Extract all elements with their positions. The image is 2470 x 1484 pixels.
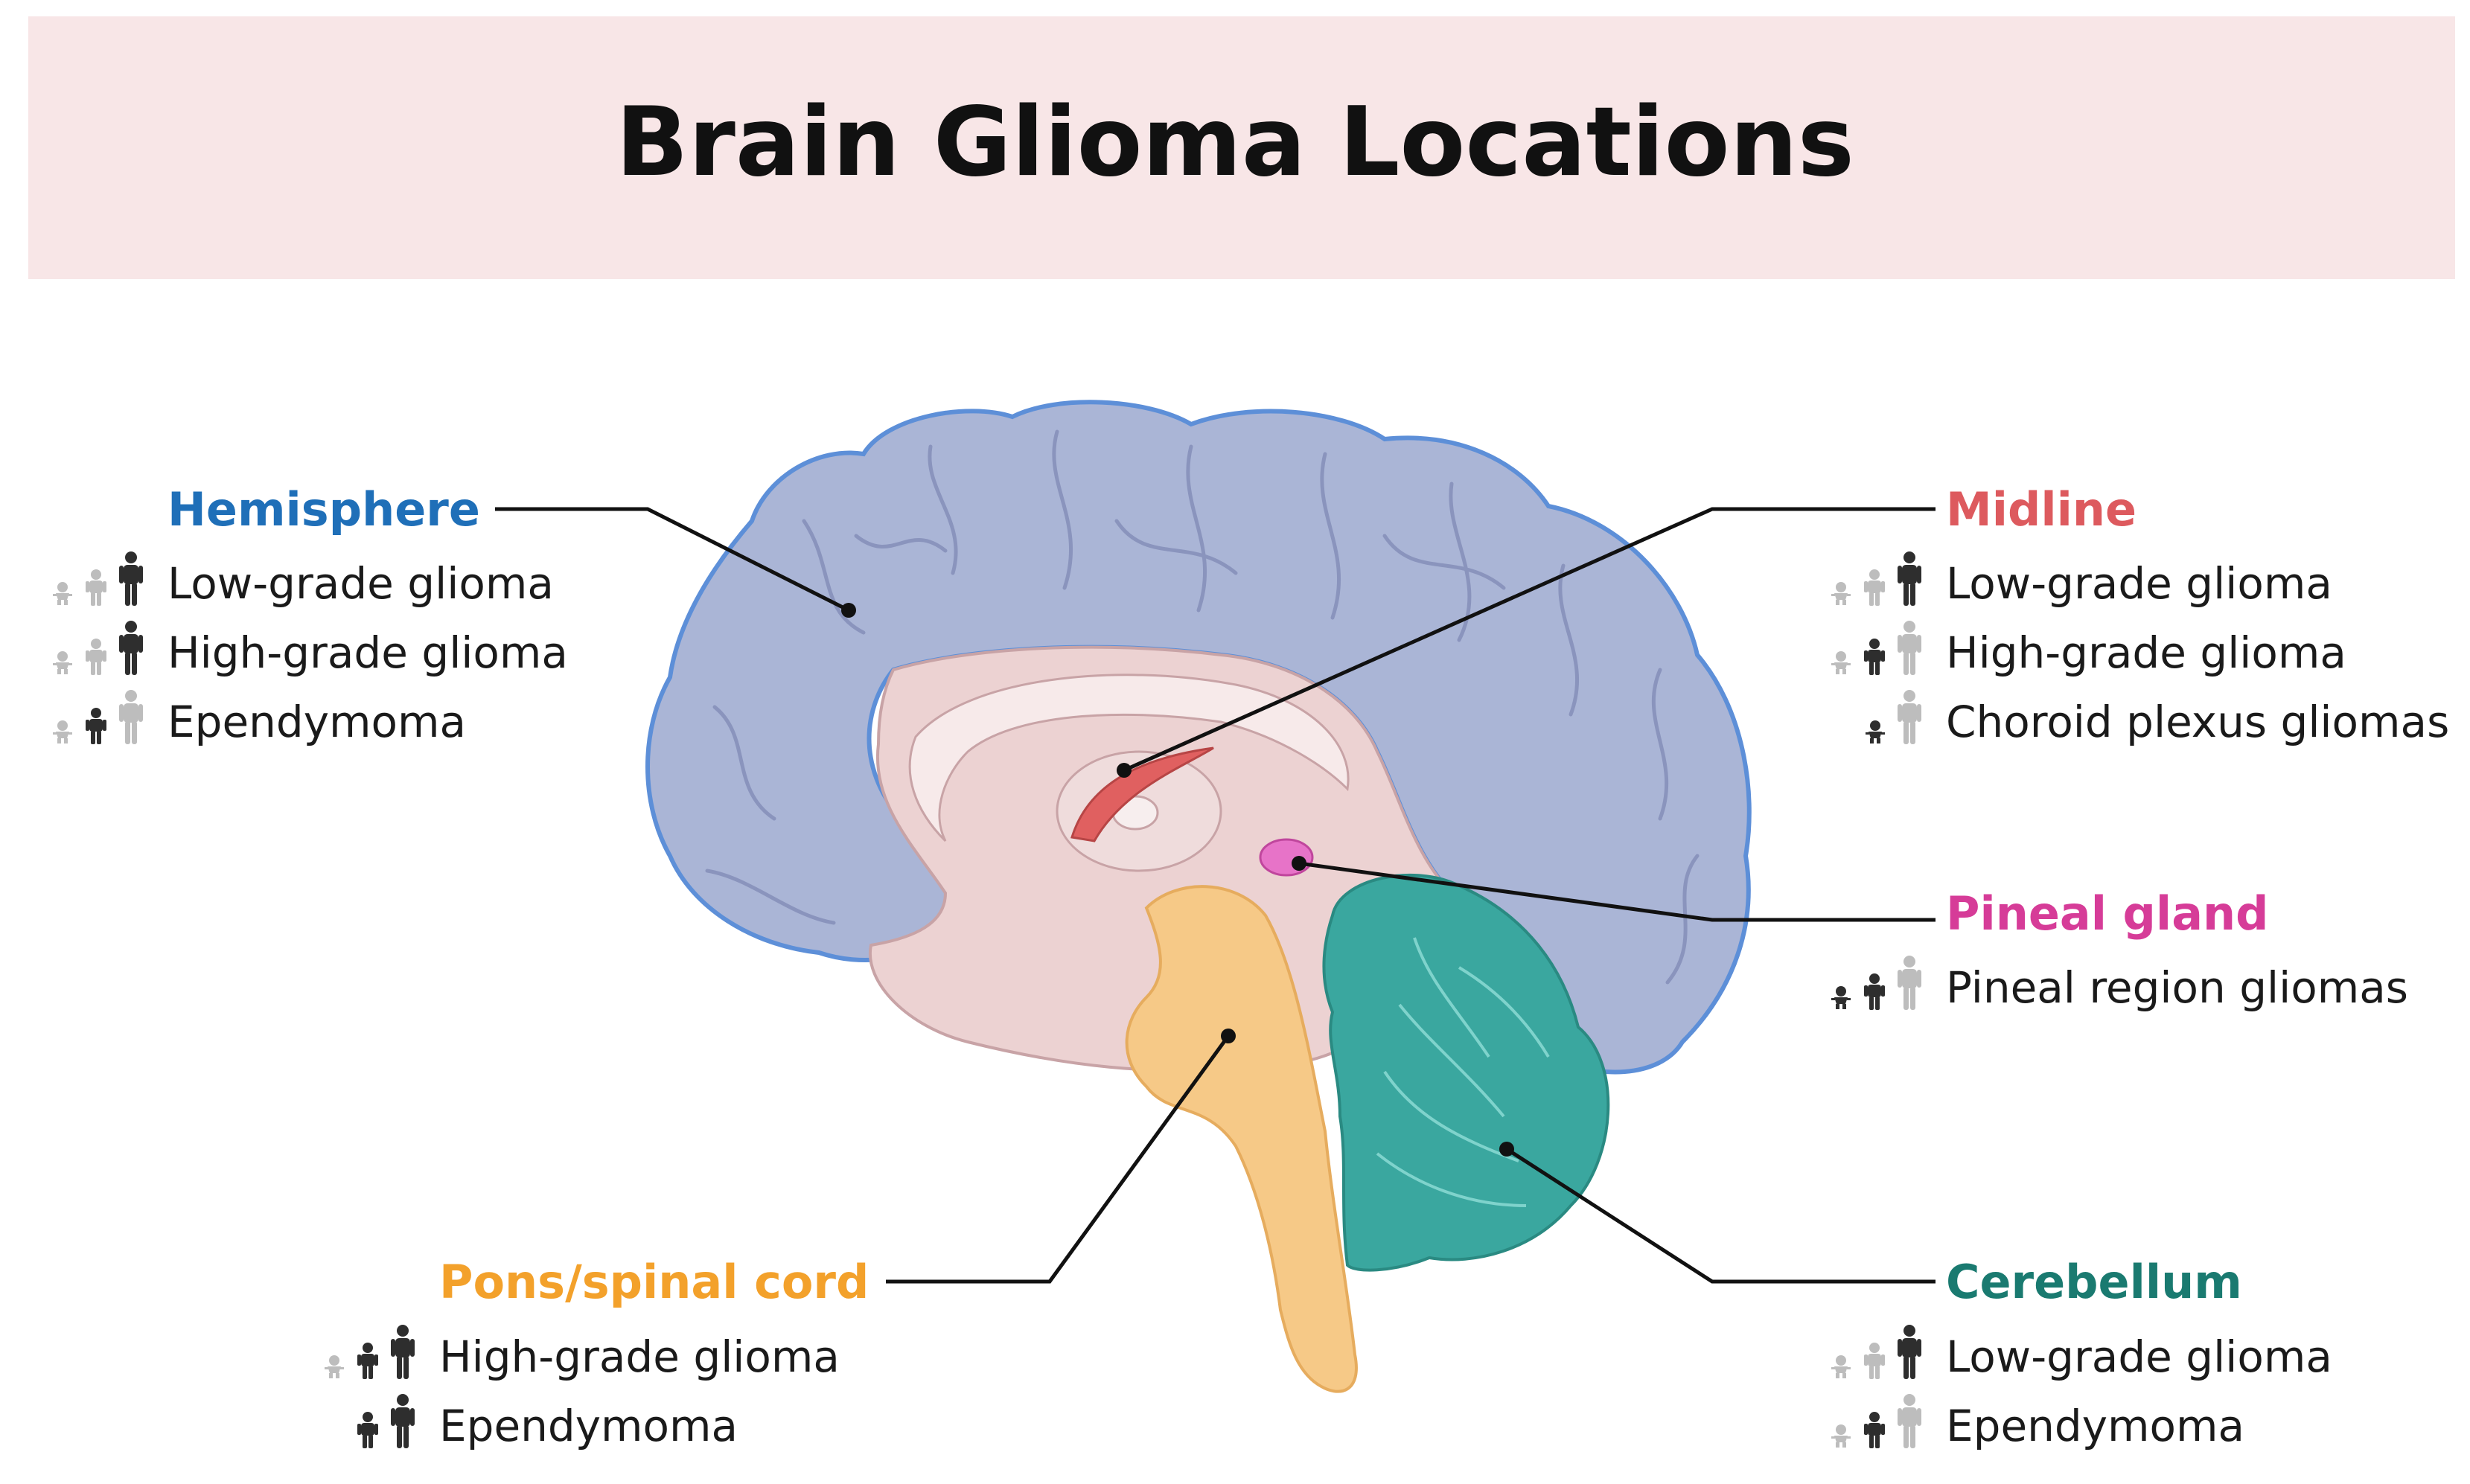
cerebellum-item-1: Low-grade glioma — [1946, 1331, 2332, 1382]
adult-person-icon — [119, 690, 143, 744]
corpus-callosum — [908, 674, 1350, 842]
infant-person-icon — [53, 582, 72, 605]
age-icons — [1830, 620, 1922, 679]
title-banner — [28, 16, 2455, 279]
adult-person-icon — [1898, 690, 1921, 744]
child-person-icon — [357, 1343, 378, 1379]
age-icons — [51, 620, 144, 679]
adult-person-icon — [119, 621, 143, 675]
adult-person-icon — [391, 1325, 415, 1379]
age-group-icon-row — [1866, 690, 1921, 744]
leader-dots — [841, 603, 1514, 1157]
age-group-icon-row — [53, 690, 143, 744]
infant-person-icon — [325, 1355, 344, 1378]
hemisphere-item-2: High-grade glioma — [167, 627, 568, 678]
adult-person-icon — [1898, 1325, 1921, 1379]
child-person-icon — [86, 639, 106, 675]
infant-person-icon — [1831, 1424, 1851, 1448]
child-person-icon — [1864, 1343, 1885, 1379]
child-person-icon — [1864, 569, 1885, 606]
infant-person-icon — [1831, 582, 1851, 605]
child-person-icon — [1864, 973, 1885, 1010]
age-icons — [1830, 1324, 1922, 1383]
midline-item-2: High-grade glioma — [1946, 627, 2346, 678]
adult-person-icon — [1898, 551, 1921, 606]
pons-heading: Pons/spinal cord — [439, 1255, 869, 1309]
pons-spinal-cord — [1125, 885, 1358, 1393]
infant-person-icon — [1866, 720, 1885, 743]
child-person-icon — [1864, 1412, 1885, 1448]
child-person-icon — [86, 708, 106, 744]
age-group-icon-row — [357, 1394, 415, 1448]
cerebellum-region — [1322, 873, 1610, 1272]
age-icons — [323, 1324, 415, 1383]
midline-heading: Midline — [1946, 482, 2137, 537]
age-icons — [1864, 689, 1922, 748]
age-group-icon-row — [53, 551, 143, 606]
adult-person-icon — [1898, 621, 1921, 675]
infant-person-icon — [53, 651, 72, 674]
age-group-icon-row — [1831, 621, 1921, 675]
adult-person-icon — [119, 551, 143, 606]
age-icons — [1830, 955, 1922, 1014]
adult-person-icon — [391, 1394, 415, 1448]
hemisphere-item-3: Ependymoma — [167, 697, 467, 747]
pons-item-2: Ependymoma — [439, 1401, 738, 1451]
infant-person-icon — [1831, 1355, 1851, 1378]
leader-lines — [495, 507, 1936, 1284]
child-person-icon — [1864, 639, 1885, 675]
adult-person-icon — [1898, 1394, 1921, 1448]
age-group-icon-row — [1831, 551, 1921, 606]
child-person-icon — [86, 569, 106, 606]
midline-item-1: Low-grade glioma — [1946, 558, 2332, 609]
age-group-icon-row — [1831, 956, 1921, 1010]
infant-person-icon — [53, 720, 72, 743]
infant-person-icon — [1831, 986, 1851, 1009]
cerebellum-heading: Cerebellum — [1946, 1255, 2242, 1309]
cerebellum-item-2: Ependymoma — [1946, 1401, 2245, 1451]
hemisphere-heading: Hemisphere — [167, 482, 480, 537]
age-group-icon-row — [325, 1325, 415, 1379]
page-title: Brain Glioma Locations — [616, 87, 1854, 198]
hemisphere-item-1: Low-grade glioma — [167, 558, 554, 609]
pineal-item-1: Pineal region gliomas — [1946, 962, 2409, 1013]
pineal-region — [1259, 838, 1314, 877]
gyri-lines — [705, 429, 1700, 985]
midline-item-3: Choroid plexus gliomas — [1946, 697, 2450, 747]
cerebellum-folia — [1376, 937, 1550, 1207]
age-icons — [51, 689, 144, 748]
adult-person-icon — [1898, 956, 1921, 1010]
infant-person-icon — [1831, 651, 1851, 674]
age-icons — [51, 551, 144, 610]
child-person-icon — [357, 1412, 378, 1448]
pineal-heading: Pineal gland — [1946, 886, 2269, 941]
age-group-icon-row — [53, 621, 143, 675]
age-icons — [1830, 551, 1922, 610]
age-group-icon-row — [1831, 1394, 1921, 1448]
midline-region — [1070, 746, 1214, 842]
age-icons — [1830, 1393, 1922, 1452]
pons-item-1: High-grade glioma — [439, 1331, 840, 1382]
age-group-icon-row — [1831, 1325, 1921, 1379]
age-icons — [356, 1393, 415, 1452]
